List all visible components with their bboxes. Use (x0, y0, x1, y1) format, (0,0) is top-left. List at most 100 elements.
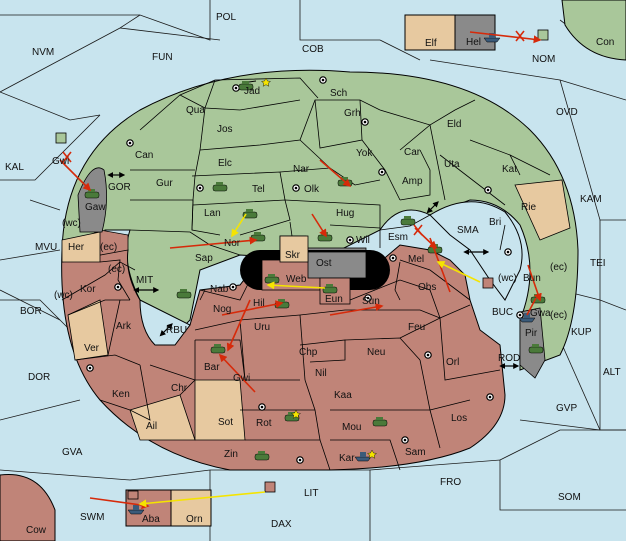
label-fro: FRO (440, 477, 461, 488)
label-nvm: NVM (32, 47, 54, 58)
label-mel: Mel (408, 254, 424, 265)
label-sun: Sun (362, 296, 380, 307)
label-wil: Wil (356, 235, 370, 246)
green-labels: Jad Sch Qua Jos Grh Eld Can Yok Car Elc … (52, 37, 551, 339)
label-mou: Mou (342, 422, 361, 433)
label-bun: Bun (523, 273, 541, 284)
coast-tag-wc: (wc) (62, 218, 81, 229)
label-sot: Sot (218, 417, 233, 428)
label-bor: BOR (20, 306, 42, 317)
label-con: Con (596, 37, 614, 48)
elf-tile (404, 14, 456, 51)
label-sma: SMA (457, 225, 479, 236)
label-pol: POL (216, 12, 236, 23)
label-rie: Rie (521, 202, 536, 213)
label-feu: Feu (408, 322, 425, 333)
label-los: Los (451, 413, 467, 424)
label-ver: Ver (84, 343, 100, 354)
label-tei: TEI (590, 258, 606, 269)
label-gor: GOR (108, 182, 131, 193)
label-gvp: GVP (556, 403, 577, 414)
support-orders (138, 213, 481, 508)
label-zin: Zin (224, 449, 238, 460)
label-eld: Eld (447, 119, 461, 130)
move-orders (59, 31, 542, 510)
label-orl: Orl (446, 357, 459, 368)
label-nor: Nor (224, 238, 241, 249)
label-bri: Bri (489, 217, 501, 228)
neutral-rie (514, 179, 571, 241)
label-nil: Nil (315, 368, 327, 379)
label-gur: Gur (156, 178, 173, 189)
label-fun: FUN (152, 52, 173, 63)
label-pir: Pir (525, 328, 538, 339)
label-alt: ALT (603, 367, 621, 378)
rbu-bay (139, 299, 191, 346)
label-her: Her (68, 242, 85, 253)
label-aba: Aba (142, 514, 160, 525)
coast-tag-ec-4: (ec) (550, 310, 567, 321)
supply-centers (86, 76, 524, 464)
label-olk: Olk (304, 184, 320, 195)
label-hel: Hel (466, 37, 481, 48)
label-dax: DAX (271, 519, 292, 530)
label-nab: Nab (210, 284, 229, 295)
coast-tags: (wc) (ec) (ec) (wc) (wc) (ec) (ec) (54, 218, 567, 321)
label-sch: Sch (330, 88, 347, 99)
neutral-sot (194, 379, 246, 441)
label-nar: Nar (293, 164, 310, 175)
label-obs: Obs (418, 282, 436, 293)
coast-tag-wc-2: (wc) (54, 290, 73, 301)
label-web: Web (286, 274, 307, 285)
label-rod: ROD (498, 353, 520, 364)
label-hug: Hug (336, 208, 354, 219)
label-gaw: Gaw (85, 202, 106, 213)
skr-tile (279, 235, 309, 263)
label-esm: Esm (388, 232, 408, 243)
label-neu: Neu (367, 347, 385, 358)
label-lit: LIT (304, 488, 318, 499)
label-mit: MIT (136, 275, 153, 286)
label-gwa: Gwa (530, 308, 551, 319)
label-car: Car (404, 147, 421, 158)
label-kar: Kar (339, 453, 355, 464)
coast-tag-wc-3: (wc) (498, 273, 517, 284)
label-mvu: MVU (35, 242, 57, 253)
label-gwi: Gwi (52, 156, 69, 167)
label-cow: Cow (26, 525, 47, 536)
label-elf: Elf (425, 38, 437, 49)
label-amp: Amp (402, 176, 423, 187)
convoy-arrows (107, 172, 520, 369)
label-buc: BUC (492, 307, 513, 318)
label-grh: Grh (344, 108, 361, 119)
label-kat: Kat (502, 164, 517, 175)
label-ost: Ost (316, 258, 332, 269)
label-sap: Sap (195, 253, 213, 264)
label-ail: Ail (146, 421, 157, 432)
green-borders (129, 77, 551, 256)
cow-tile (0, 473, 56, 541)
label-bar: Bar (204, 362, 220, 373)
label-chp: Chp (299, 347, 318, 358)
label-kaa: Kaa (334, 390, 352, 401)
cross-marks (62, 30, 525, 236)
sea-labels: POL NVM FUN COB KAL OVD KAM TEI MVU BOR … (5, 12, 621, 530)
label-dor: DOR (28, 372, 50, 383)
label-yok: Yok (356, 148, 373, 159)
label-nom: NOM (532, 54, 555, 65)
red-labels: Ost Web Mel Nab Eun Obs Sun Nog Hil Bun … (26, 38, 541, 536)
label-ken: Ken (112, 389, 130, 400)
label-som: SOM (558, 492, 581, 503)
label-sam: Sam (405, 447, 426, 458)
label-rot: Rot (256, 418, 272, 429)
label-qua: Qua (186, 105, 205, 116)
label-kup: KUP (571, 327, 592, 338)
coast-tag-ec: (ec) (100, 242, 117, 253)
label-tel: Tel (252, 184, 265, 195)
label-skr: Skr (285, 250, 301, 261)
label-gva: GVA (62, 447, 83, 458)
label-hil: Hil (253, 298, 265, 309)
label-chr: Chr (171, 383, 188, 394)
